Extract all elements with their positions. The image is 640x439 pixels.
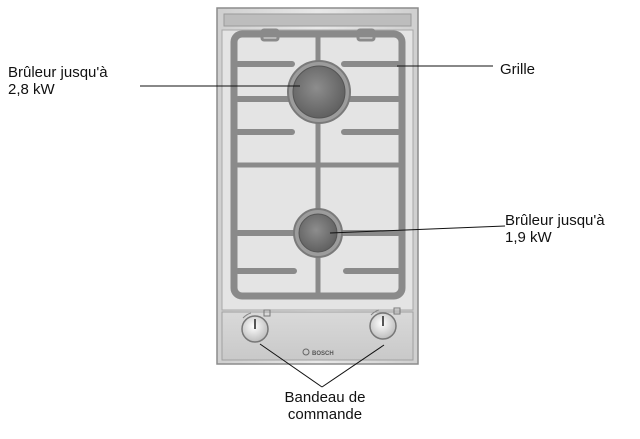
label-burner-large-line1: Brûleur jusqu'à: [8, 64, 108, 81]
leader-lines: [140, 65, 506, 388]
label-control-panel-line2: commande: [287, 406, 363, 423]
label-burner-small: Brûleur jusqu'à 1,9 kW: [505, 212, 605, 246]
label-burner-small-line1: Brûleur jusqu'à: [505, 212, 605, 229]
label-grid-text: Grille: [500, 61, 536, 78]
burner-large-icon: [287, 60, 351, 124]
label-grid: Grille: [500, 61, 535, 78]
brand-name: BOSCH: [312, 351, 334, 357]
label-burner-small-line2: 1,9 kW: [505, 229, 552, 246]
label-control-panel-line1: Bandeau de: [284, 389, 366, 406]
control-knob-right-icon[interactable]: [369, 307, 401, 340]
control-knob-left-icon[interactable]: [241, 309, 271, 343]
label-burner-large-line2: 2,8 kW: [8, 81, 55, 98]
brand-logo-icon: BOSCH: [302, 348, 334, 357]
label-control-panel: Bandeau de commande: [270, 389, 380, 423]
leader-line-burner-small: [329, 225, 506, 234]
label-burner-large: Brûleur jusqu'à 2,8 kW: [8, 64, 108, 98]
leader-line-control-left: [259, 343, 323, 388]
leader-line-control-right: [321, 344, 385, 388]
